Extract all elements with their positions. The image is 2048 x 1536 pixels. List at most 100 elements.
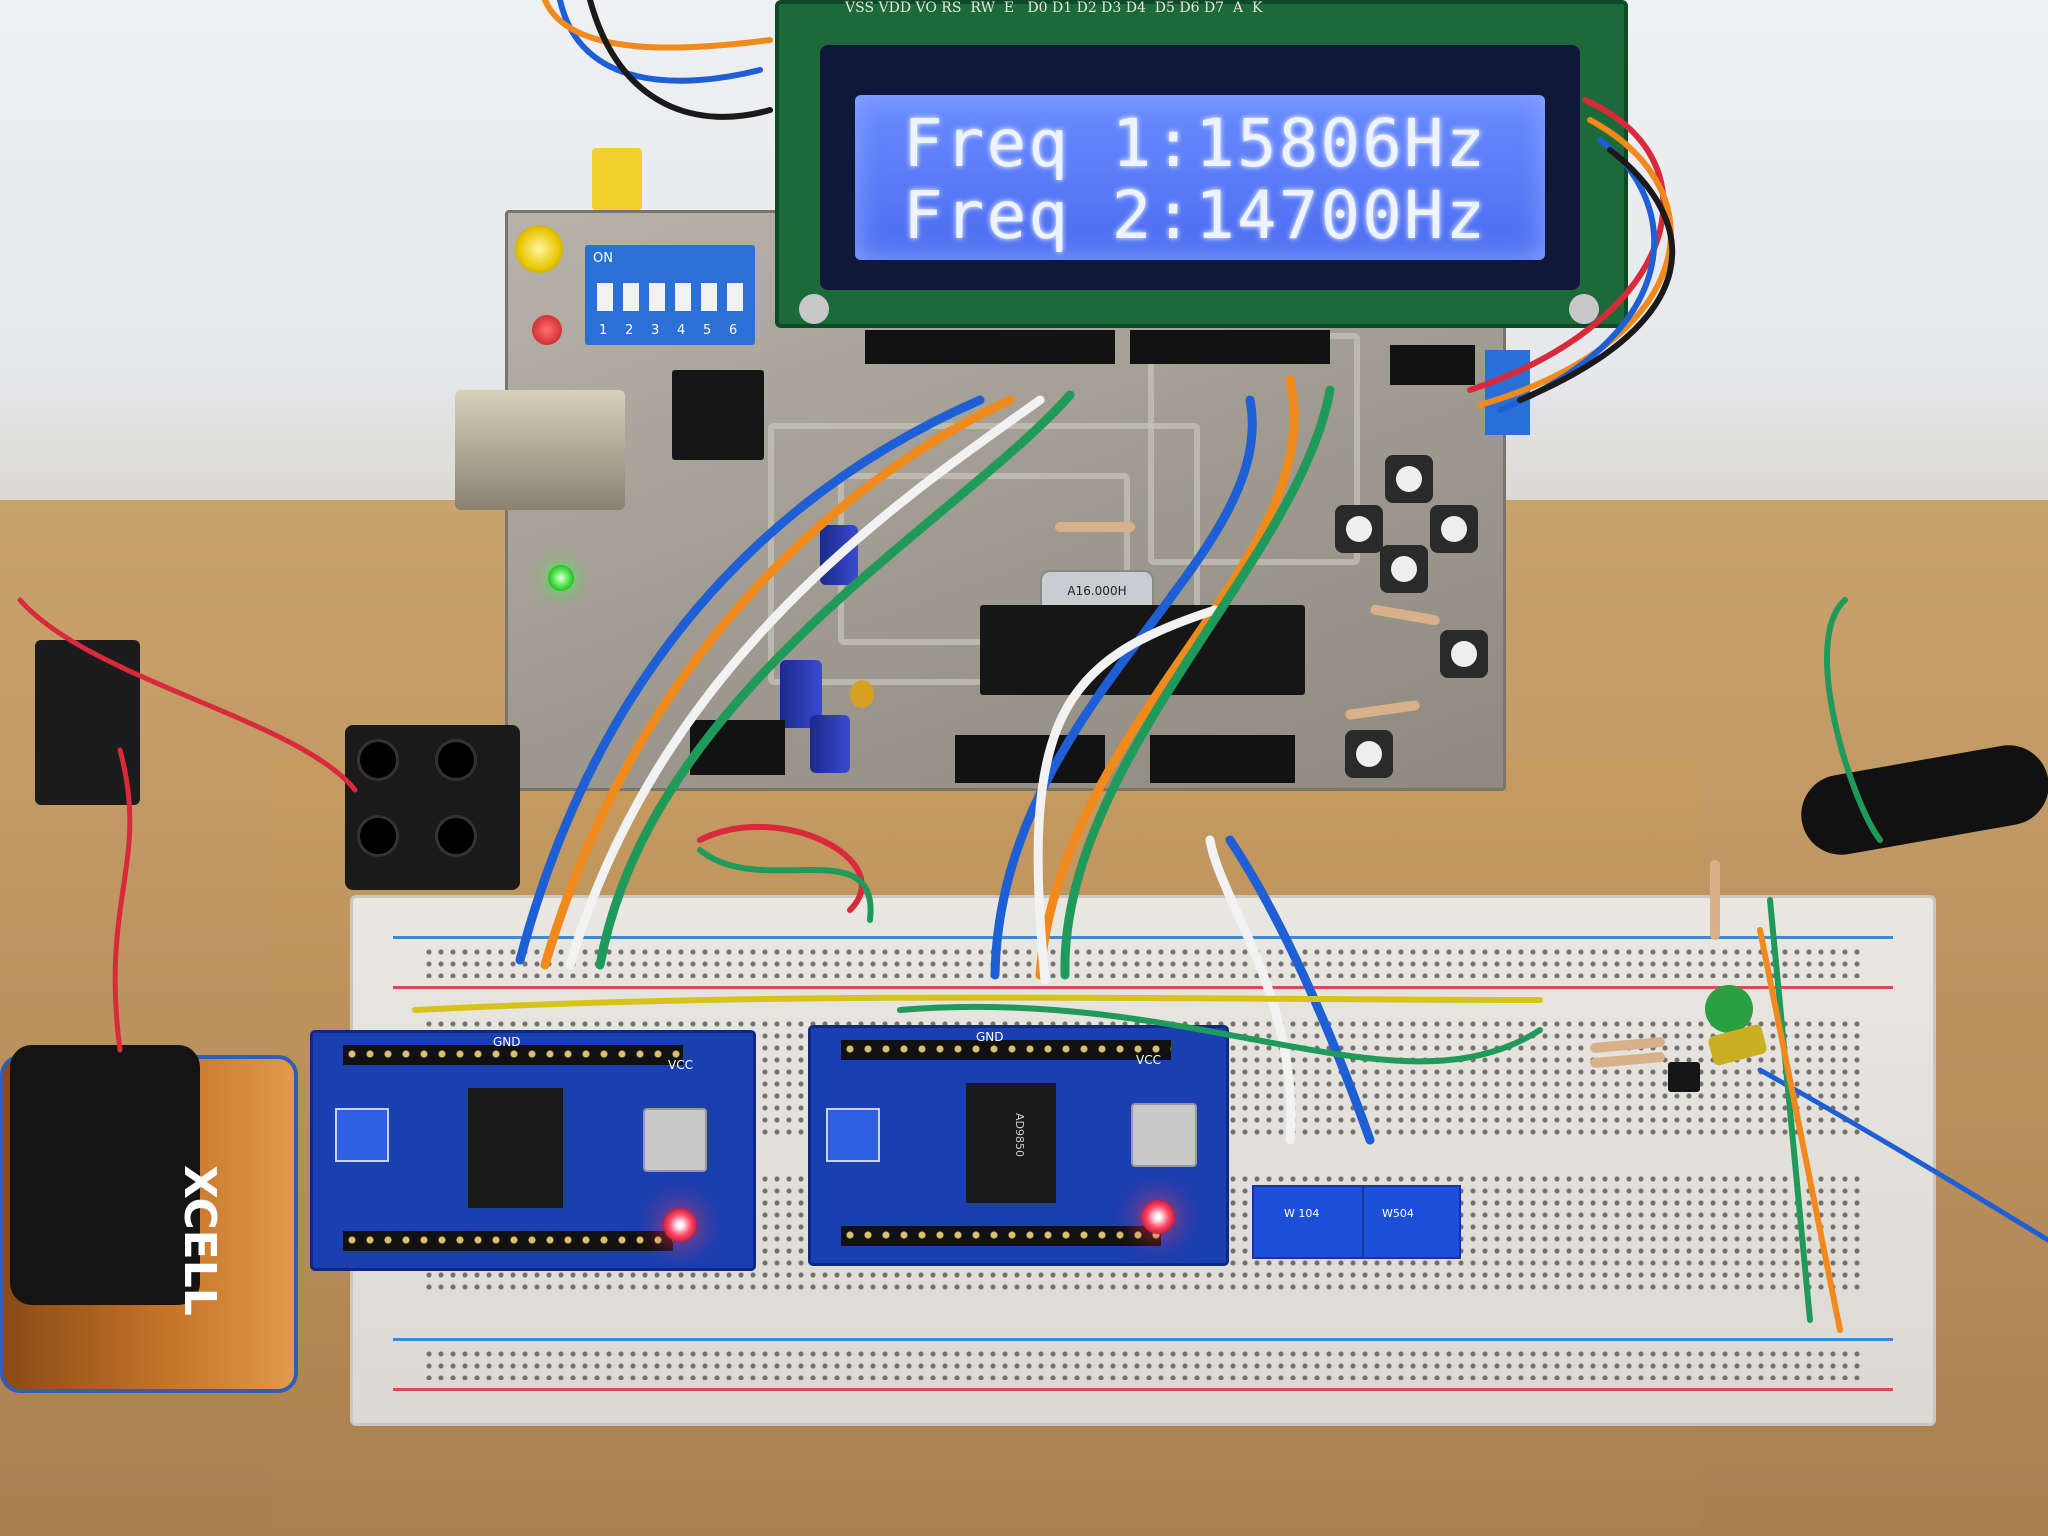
microcontroller-chip bbox=[980, 605, 1305, 695]
dip-toggle[interactable] bbox=[675, 283, 691, 311]
pin-header bbox=[1150, 735, 1295, 783]
lcd-line-1: Freq 1:15806Hz bbox=[903, 105, 1488, 182]
dip-toggle[interactable] bbox=[727, 283, 743, 311]
orange-jumper-wire bbox=[1035, 375, 1299, 980]
yellow-led bbox=[515, 225, 563, 273]
yellow-jumper-wire bbox=[412, 994, 1543, 1013]
pin-header bbox=[1130, 330, 1330, 364]
pin-header bbox=[955, 735, 1105, 783]
dip-toggle[interactable] bbox=[701, 283, 717, 311]
blue-probe-wire bbox=[1757, 1067, 2048, 1243]
dip-toggle[interactable] bbox=[649, 283, 665, 311]
trimmer-label: W 104 bbox=[1284, 1207, 1320, 1220]
trim-potentiometer[interactable] bbox=[335, 1108, 389, 1162]
green-jumper-wire bbox=[697, 847, 874, 923]
crystal-label: A16.000H bbox=[1067, 584, 1127, 598]
dip-toggle[interactable] bbox=[597, 283, 613, 311]
white-jumper-wire bbox=[1033, 605, 1220, 985]
dip-on-label: ON bbox=[593, 251, 613, 266]
green-loop-wire bbox=[1824, 597, 1883, 843]
oscillator bbox=[1131, 1103, 1197, 1167]
green-jumper-wire bbox=[1767, 897, 1813, 1323]
transistor bbox=[1668, 1062, 1700, 1092]
black-lcd-wire bbox=[1517, 147, 1676, 403]
push-button[interactable] bbox=[1430, 505, 1478, 553]
9v-battery: XCELL bbox=[0, 1045, 300, 1395]
mounting-screw bbox=[799, 294, 829, 324]
push-button[interactable] bbox=[1380, 545, 1428, 593]
push-button[interactable] bbox=[1440, 630, 1488, 678]
dip-toggle[interactable] bbox=[623, 283, 639, 311]
rail-line-red bbox=[393, 986, 1893, 989]
dds-chip bbox=[468, 1088, 563, 1208]
orange-jumper-wire bbox=[1757, 927, 1843, 1333]
dds-module-right: AD9850 VCC GND bbox=[808, 1025, 1229, 1266]
8-pin-ic bbox=[672, 370, 764, 460]
gnd-label: GND bbox=[493, 1035, 521, 1049]
lcd-line-2: Freq 2:14700Hz bbox=[903, 177, 1488, 254]
module-pin-row bbox=[841, 1226, 1161, 1246]
green-jumper-wire bbox=[595, 390, 1075, 970]
push-button[interactable] bbox=[1335, 505, 1383, 553]
resistor bbox=[1055, 522, 1135, 532]
red-jumper-wire bbox=[697, 823, 865, 913]
green-jumper-wire bbox=[897, 1003, 1543, 1065]
terminal-screw-hole bbox=[435, 739, 477, 781]
blue-jumper-wire bbox=[1225, 835, 1375, 1145]
trimmer-label: W504 bbox=[1382, 1207, 1414, 1220]
lcd-display: Freq 1:15806Hz Freq 2:14700Hz bbox=[855, 95, 1545, 260]
ceramic-capacitor bbox=[850, 680, 874, 708]
dip-number: 1 bbox=[599, 323, 608, 338]
trim-potentiometer[interactable] bbox=[826, 1108, 880, 1162]
gnd-label: GND bbox=[976, 1030, 1004, 1044]
pin-header bbox=[865, 330, 1115, 364]
white-jumper-wire bbox=[1205, 835, 1296, 1145]
oscillator bbox=[643, 1108, 707, 1172]
red-led bbox=[532, 315, 562, 345]
screw-terminal-block bbox=[345, 725, 520, 890]
module-pin-row bbox=[841, 1040, 1171, 1060]
pin-header bbox=[1390, 345, 1475, 385]
black-top-wire bbox=[587, 0, 773, 120]
module-pin-row bbox=[343, 1045, 683, 1065]
blue-jumper-wire bbox=[990, 395, 1257, 980]
battery-snap-clip bbox=[10, 1045, 200, 1305]
dip-number: 6 bbox=[729, 323, 738, 338]
dip-switch[interactable]: ON 1 2 3 4 5 6 bbox=[585, 245, 755, 345]
trimmer-potentiometer-right[interactable]: W504 bbox=[1362, 1185, 1461, 1259]
power-led bbox=[663, 1208, 697, 1242]
white-jumper-wire bbox=[565, 395, 1045, 970]
dds-module-left: VCC GND bbox=[310, 1030, 756, 1271]
push-button[interactable] bbox=[1385, 455, 1433, 503]
rail-holes bbox=[423, 1348, 1863, 1380]
dip-number: 5 bbox=[703, 323, 712, 338]
push-button[interactable] bbox=[1345, 730, 1393, 778]
lcd-pin-labels: VSS VDD VO RS RW E D0 D1 D2 D3 D4 D5 D6 … bbox=[845, 0, 1263, 16]
rail-line-red bbox=[393, 1388, 1893, 1391]
dip-number: 3 bbox=[651, 323, 660, 338]
terminal-screw-hole bbox=[435, 815, 477, 857]
orange-lcd-wire bbox=[1477, 117, 1674, 408]
yellow-jumper bbox=[592, 148, 642, 210]
orange-jumper-wire bbox=[540, 395, 1015, 970]
vcc-label: VCC bbox=[668, 1058, 693, 1072]
mounting-screw bbox=[1569, 294, 1599, 324]
capacitor bbox=[810, 715, 850, 773]
blue-jumper-wire bbox=[515, 395, 985, 965]
red-battery-wire bbox=[112, 747, 133, 1053]
power-jack[interactable] bbox=[455, 390, 625, 510]
terminal-screw-hole bbox=[357, 815, 399, 857]
rail-holes bbox=[423, 946, 1863, 978]
red-battery-wire bbox=[17, 597, 358, 793]
dip-number: 2 bbox=[625, 323, 634, 338]
power-led bbox=[1141, 1200, 1175, 1234]
orange-top-wire bbox=[542, 0, 773, 51]
rail-line-blue bbox=[393, 1338, 1893, 1341]
green-jumper-wire bbox=[1060, 385, 1335, 980]
terminal-screw-hole bbox=[357, 739, 399, 781]
inductor bbox=[1705, 985, 1753, 1033]
trimmer-potentiometer-left[interactable]: W 104 bbox=[1252, 1185, 1376, 1259]
dds-chip: AD9850 bbox=[966, 1083, 1056, 1203]
module-pin-row bbox=[343, 1231, 673, 1251]
